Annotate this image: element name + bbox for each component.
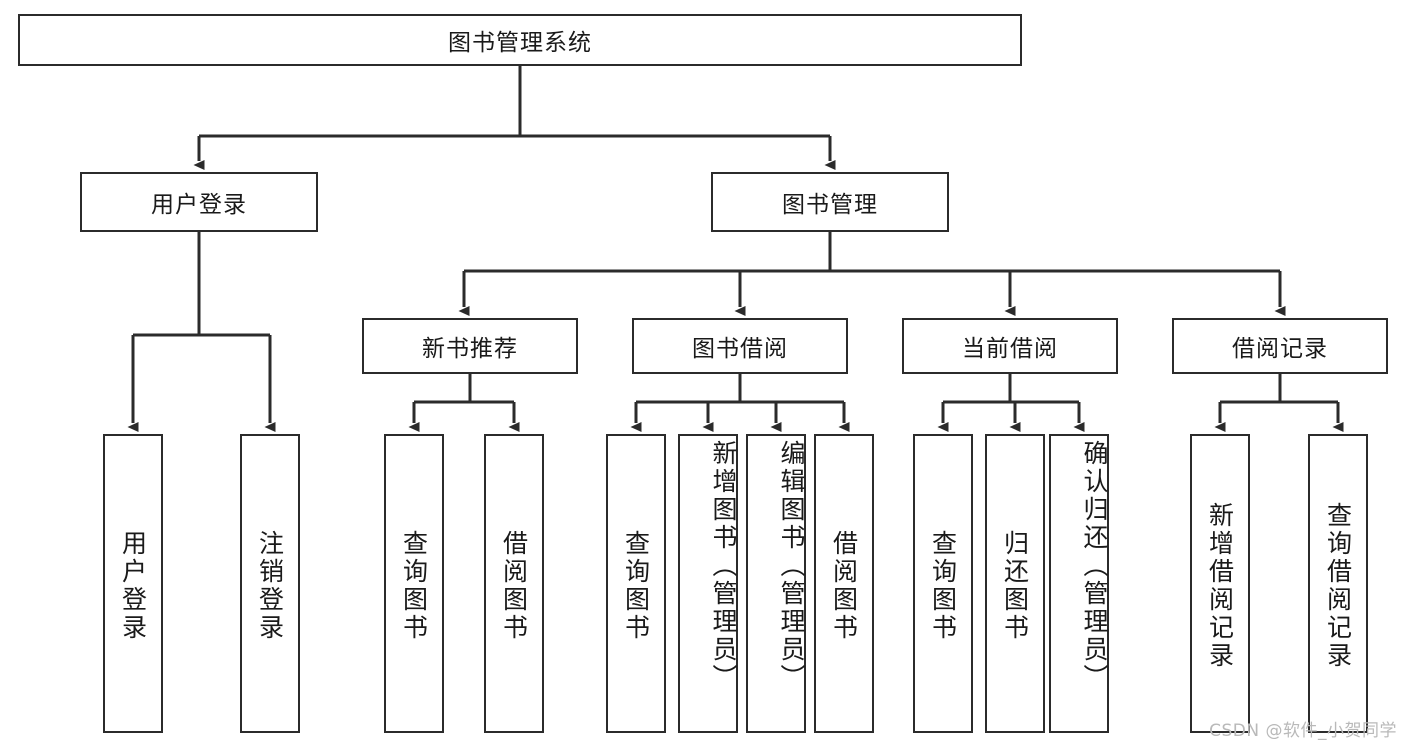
node-leaf-edit-book-label: 编辑图书（管理员）: [777, 440, 806, 692]
node-book-manage[interactable]: 图书管理: [711, 172, 949, 232]
node-user-login-label: 用户登录: [151, 192, 247, 218]
node-leaf-logout-label: 注销登录: [255, 529, 285, 642]
node-leaf-borrow-book-2-label: 借阅图书: [829, 529, 859, 642]
node-leaf-edit-book[interactable]: 编辑图书（管理员）: [746, 434, 806, 733]
node-leaf-query-book-3[interactable]: 查询图书: [913, 434, 973, 733]
node-book-manage-label: 图书管理: [782, 192, 878, 218]
node-root[interactable]: 图书管理系统: [18, 14, 1022, 66]
node-leaf-add-book-label: 新增图书（管理员）: [709, 440, 738, 692]
node-borrow-record-label: 借阅记录: [1232, 336, 1328, 362]
node-leaf-return-book[interactable]: 归还图书: [985, 434, 1045, 733]
node-new-book-recommend[interactable]: 新书推荐: [362, 318, 578, 374]
node-leaf-confirm-return[interactable]: 确认归还（管理员）: [1049, 434, 1109, 733]
node-leaf-confirm-return-label: 确认归还（管理员）: [1080, 440, 1109, 692]
node-leaf-add-book[interactable]: 新增图书（管理员）: [678, 434, 738, 733]
node-leaf-borrow-book-1[interactable]: 借阅图书: [484, 434, 544, 733]
node-leaf-query-book-2-label: 查询图书: [621, 529, 651, 642]
node-leaf-user-login-label: 用户登录: [118, 529, 148, 642]
node-new-book-recommend-label: 新书推荐: [422, 336, 518, 362]
node-user-login[interactable]: 用户登录: [80, 172, 318, 232]
node-leaf-query-record-label: 查询借阅记录: [1323, 501, 1353, 670]
node-leaf-logout[interactable]: 注销登录: [240, 434, 300, 733]
node-leaf-query-book-3-label: 查询图书: [928, 529, 958, 642]
node-current-borrow-label: 当前借阅: [962, 336, 1058, 362]
node-leaf-return-book-label: 归还图书: [1000, 529, 1030, 642]
node-book-borrow-label: 图书借阅: [692, 336, 788, 362]
watermark: CSDN @软件_小贺同学: [1209, 721, 1397, 741]
node-current-borrow[interactable]: 当前借阅: [902, 318, 1118, 374]
node-leaf-borrow-book-1-label: 借阅图书: [499, 529, 529, 642]
node-leaf-query-record[interactable]: 查询借阅记录: [1308, 434, 1368, 733]
node-leaf-add-record[interactable]: 新增借阅记录: [1190, 434, 1250, 733]
node-leaf-query-book-2[interactable]: 查询图书: [606, 434, 666, 733]
node-book-borrow[interactable]: 图书借阅: [632, 318, 848, 374]
node-root-label: 图书管理系统: [448, 30, 592, 56]
node-leaf-user-login[interactable]: 用户登录: [103, 434, 163, 733]
node-borrow-record[interactable]: 借阅记录: [1172, 318, 1388, 374]
node-leaf-query-book-1-label: 查询图书: [399, 529, 429, 642]
node-leaf-borrow-book-2[interactable]: 借阅图书: [814, 434, 874, 733]
node-leaf-query-book-1[interactable]: 查询图书: [384, 434, 444, 733]
node-leaf-add-record-label: 新增借阅记录: [1205, 501, 1235, 670]
